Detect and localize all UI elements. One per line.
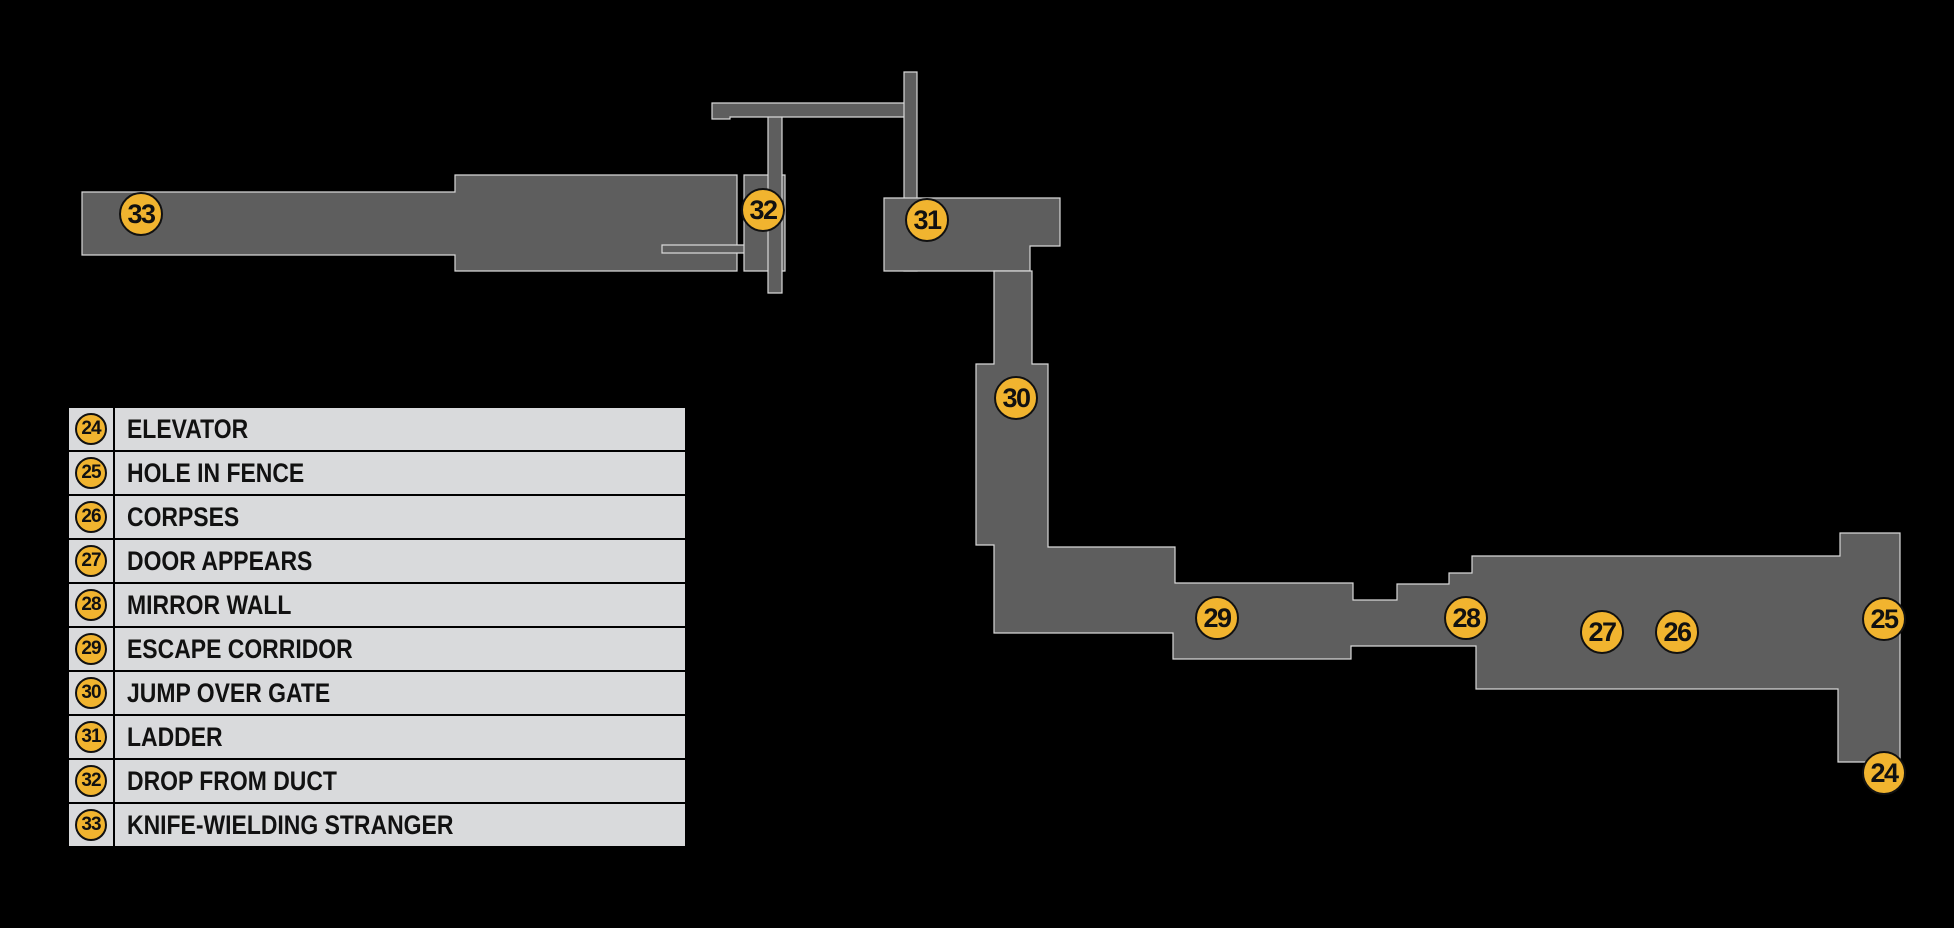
map-markers: 33 32 31 30 29 28 27 26 [119, 188, 1906, 795]
room-west-corridor [81, 174, 738, 272]
marker-31-label: 31 [913, 205, 942, 235]
marker-31[interactable]: 31 [905, 198, 949, 242]
duct-horizontal [711, 102, 906, 120]
marker-30[interactable]: 30 [994, 376, 1038, 420]
marker-25-label: 25 [1870, 604, 1899, 634]
marker-31-badge [905, 198, 949, 242]
marker-33-badge [119, 192, 163, 236]
legend-badge: 32 [75, 765, 107, 797]
legend-badge: 24 [75, 413, 107, 445]
marker-28-badge [1444, 596, 1488, 640]
legend-label: ELEVATOR [127, 413, 249, 444]
marker-30-badge [994, 376, 1038, 420]
marker-33-label: 33 [127, 199, 156, 229]
legend-label: MIRROR WALL [127, 589, 292, 620]
marker-32[interactable]: 32 [741, 188, 785, 232]
legend-label: CORPSES [127, 501, 240, 532]
legend-row: 30 JUMP OVER GATE [67, 670, 687, 716]
legend-badge: 31 [75, 721, 107, 753]
marker-24-badge [1862, 751, 1906, 795]
marker-32-label: 32 [749, 195, 777, 225]
legend-row: 27 DOOR APPEARS [67, 538, 687, 584]
marker-24[interactable]: 24 [1862, 751, 1906, 795]
marker-32-badge [741, 188, 785, 232]
marker-33[interactable]: 33 [119, 192, 163, 236]
legend-row: 31 LADDER [67, 714, 687, 760]
legend-label: LADDER [127, 721, 223, 752]
legend-row: 29 ESCAPE CORRIDOR [67, 626, 687, 672]
legend-row: 33 KNIFE-WIELDING STRANGER [67, 802, 687, 848]
legend-badge: 28 [75, 589, 107, 621]
legend-badge: 27 [75, 545, 107, 577]
marker-26-badge [1655, 610, 1699, 654]
legend-badge: 26 [75, 501, 107, 533]
marker-29-badge [1195, 596, 1239, 640]
legend-label: KNIFE-WIELDING STRANGER [127, 809, 454, 840]
legend-badge: 25 [75, 457, 107, 489]
marker-25[interactable]: 25 [1862, 597, 1906, 641]
marker-27[interactable]: 27 [1580, 610, 1624, 654]
legend-row: 26 CORPSES [67, 494, 687, 540]
marker-25-badge [1862, 597, 1906, 641]
marker-24-label: 24 [1870, 758, 1899, 788]
legend-row: 24 ELEVATOR [67, 406, 687, 452]
marker-27-badge [1580, 610, 1624, 654]
room-gate-corridor [975, 270, 1901, 763]
legend-rows: 24 ELEVATOR 25 HOLE IN FENCE 26 CORPSES … [67, 406, 687, 848]
marker-29-label: 29 [1203, 603, 1232, 633]
marker-28[interactable]: 28 [1444, 596, 1488, 640]
legend-row: 32 DROP FROM DUCT [67, 758, 687, 804]
marker-27-label: 27 [1588, 617, 1616, 647]
legend-label: DROP FROM DUCT [127, 765, 337, 796]
legend-label: JUMP OVER GATE [127, 677, 331, 708]
marker-29[interactable]: 29 [1195, 596, 1239, 640]
legend-label: HOLE IN FENCE [127, 457, 305, 488]
legend-label: ESCAPE CORRIDOR [127, 633, 353, 664]
marker-30-label: 30 [1002, 383, 1030, 413]
marker-28-label: 28 [1452, 603, 1481, 633]
marker-26-label: 26 [1663, 617, 1692, 647]
legend-label: DOOR APPEARS [127, 545, 313, 576]
legend-badge: 29 [75, 633, 107, 665]
legend-badge: 33 [75, 809, 107, 841]
map-legend: 24 ELEVATOR 25 HOLE IN FENCE 26 CORPSES … [67, 406, 687, 848]
legend-row: 28 MIRROR WALL [67, 582, 687, 628]
legend-badge: 30 [75, 677, 107, 709]
marker-26[interactable]: 26 [1655, 610, 1699, 654]
legend-row: 25 HOLE IN FENCE [67, 450, 687, 496]
